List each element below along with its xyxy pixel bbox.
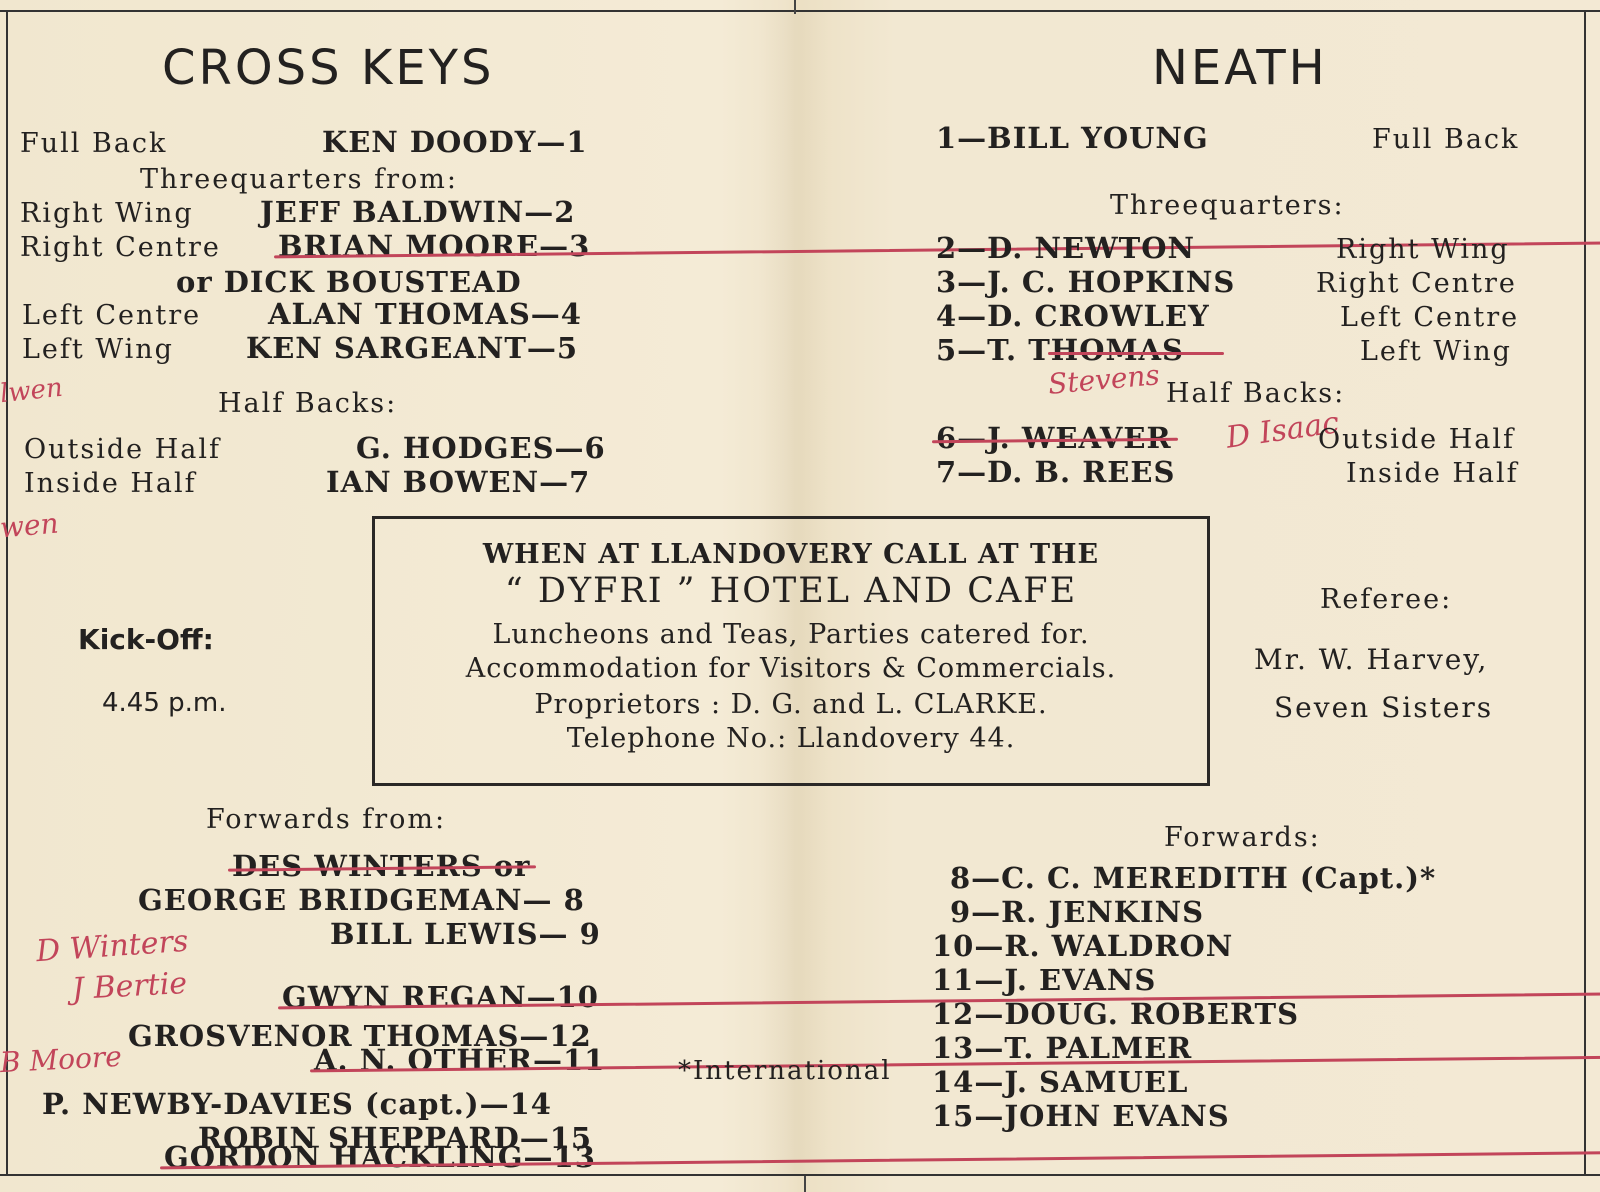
neath-forward-10: 10—R. WALDRON: [932, 929, 1234, 963]
left-rule: [6, 10, 8, 1176]
advert-line-5: Proprietors : D. G. and L. CLARKE.: [534, 689, 1048, 720]
neath-title: NEATH: [1152, 40, 1328, 96]
referee-name: Mr. W. Harvey,: [1254, 643, 1489, 676]
outside-half-name: G. HODGES—6: [356, 431, 606, 465]
neath-forward-8: 8—C. C. MEREDITH (Capt.)*: [950, 861, 1437, 895]
neath-player-7: 7—D. B. REES: [936, 455, 1176, 489]
spine-mark-top: [794, 0, 796, 14]
neath-player-5-position: Left Wing: [1360, 336, 1512, 367]
forward-10: GWYN REGAN—10: [282, 983, 1600, 1012]
advert-line-6: Telephone No.: Llandovery 44.: [566, 723, 1016, 754]
bottom-rule: [0, 1174, 1600, 1176]
forward-12: GROSVENOR THOMAS—12: [128, 1019, 592, 1053]
threequarters-heading: Threequarters from:: [140, 164, 458, 195]
forward-11: A. N. OTHER—11: [314, 1046, 1600, 1075]
advert-box: WHEN AT LLANDOVERY CALL AT THE “ DYFRI ”…: [372, 516, 1210, 786]
neath-forward-9: 9—R. JENKINS: [950, 895, 1205, 929]
advert-line-3: Luncheons and Teas, Parties catered for.: [492, 619, 1090, 650]
outside-half-label: Outside Half: [24, 434, 221, 465]
referee-label: Referee:: [1320, 584, 1453, 615]
international-note: *International: [678, 1056, 892, 1086]
neath-player-7-position: Inside Half: [1346, 458, 1519, 489]
right-centre-alternative: or DICK BOUSTEAD: [176, 265, 522, 299]
neath-player-5-text: 5—T. THOMAS: [936, 333, 1184, 367]
kickoff-time: 4.45 p.m.: [102, 688, 227, 718]
advert-line-2: “ DYFRI ” HOTEL AND CAFE: [504, 571, 1078, 611]
spine-shadow: [760, 12, 830, 1174]
right-wing-name: JEFF BALDWIN—2: [260, 195, 576, 229]
neath-forward-12: 12—DOUG. ROBERTS: [932, 997, 1300, 1031]
neath-threequarters-heading: Threequarters:: [1110, 190, 1345, 221]
handwritten-j-bertie: J Bertie: [71, 966, 188, 1007]
top-rule: [0, 10, 1600, 12]
handwritten-margin-2: wen: [0, 506, 60, 545]
neath-forwards-heading: Forwards:: [1164, 822, 1321, 853]
handwritten-d-winters: D Winters: [34, 923, 190, 970]
inside-half-name: IAN BOWEN—7: [326, 465, 591, 499]
forward-alt-winters-text: DES WINTERS or: [232, 849, 531, 883]
forward-15: ROBIN SHEPPARD—15: [198, 1121, 593, 1155]
forwards-heading-left: Forwards from:: [206, 804, 447, 835]
left-wing-name: KEN SARGEANT—5: [246, 331, 579, 365]
left-wing-label: Left Wing: [22, 334, 174, 365]
neath-player-5-strike: [1048, 352, 1224, 355]
forward-14: P. NEWBY-DAVIES (capt.)—14: [42, 1087, 552, 1121]
half-backs-heading: Half Backs:: [218, 388, 398, 419]
advert-line-4: Accommodation for Visitors & Commercials…: [465, 653, 1117, 684]
neath-player-4: 4—D. CROWLEY: [936, 299, 1210, 333]
right-centre-label: Right Centre: [20, 232, 221, 263]
neath-player-3: 3—J. C. HOPKINS: [936, 265, 1236, 299]
neath-player-6-position: Outside Half: [1318, 424, 1515, 455]
neath-player-6: 6—J. WEAVER: [936, 424, 1172, 453]
full-back-name: KEN DOODY—1: [322, 125, 588, 159]
neath-forward-14: 14—J. SAMUEL: [932, 1065, 1189, 1099]
forward-9: BILL LEWIS— 9: [330, 917, 601, 951]
handwritten-stevens: Stevens: [1046, 358, 1161, 401]
neath-player-2: 2—D. NEWTON: [936, 231, 1196, 265]
neath-forward-13: 13—T. PALMER: [932, 1031, 1193, 1065]
neath-full-back-label: Full Back: [1372, 124, 1520, 155]
kickoff-label: Kick-Off:: [78, 623, 214, 656]
neath-player-5: 5—T. THOMAS: [936, 336, 1184, 365]
spine-mark-bottom: [804, 1176, 806, 1192]
handwritten-b-moore: B Moore: [0, 1039, 123, 1080]
forward-8: GEORGE BRIDGEMAN— 8: [138, 883, 585, 917]
left-centre-name: ALAN THOMAS—4: [268, 297, 582, 331]
neath-half-backs-heading: Half Backs:: [1166, 378, 1346, 409]
inside-half-label: Inside Half: [24, 468, 197, 499]
advert-line-1: WHEN AT LLANDOVERY CALL AT THE: [482, 539, 1100, 570]
right-centre-name: BRIAN MOORE—3: [278, 232, 1600, 261]
forward-13: GORDON HACKLING—13: [164, 1143, 1600, 1172]
handwritten-margin-1: lwen: [0, 372, 65, 410]
neath-player-4-position: Left Centre: [1340, 302, 1520, 333]
neath-player-3-position: Right Centre: [1316, 268, 1517, 299]
neath-player-6-text: 6—J. WEAVER: [936, 421, 1172, 455]
neath-forward-15: 15—JOHN EVANS: [932, 1099, 1230, 1133]
right-rule: [1584, 10, 1586, 1176]
right-wing-label: Right Wing: [20, 198, 194, 229]
referee-place: Seven Sisters: [1274, 691, 1494, 724]
neath-forward-11: 11—J. EVANS: [932, 963, 1157, 997]
cross-keys-title: CROSS KEYS: [162, 40, 495, 96]
forward-alt-winters: DES WINTERS or: [232, 852, 530, 881]
left-centre-label: Left Centre: [22, 300, 202, 331]
neath-full-back-name: 1—BILL YOUNG: [936, 121, 1209, 155]
neath-player-2-position: Right Wing: [1336, 234, 1510, 265]
full-back-label: Full Back: [20, 128, 168, 159]
